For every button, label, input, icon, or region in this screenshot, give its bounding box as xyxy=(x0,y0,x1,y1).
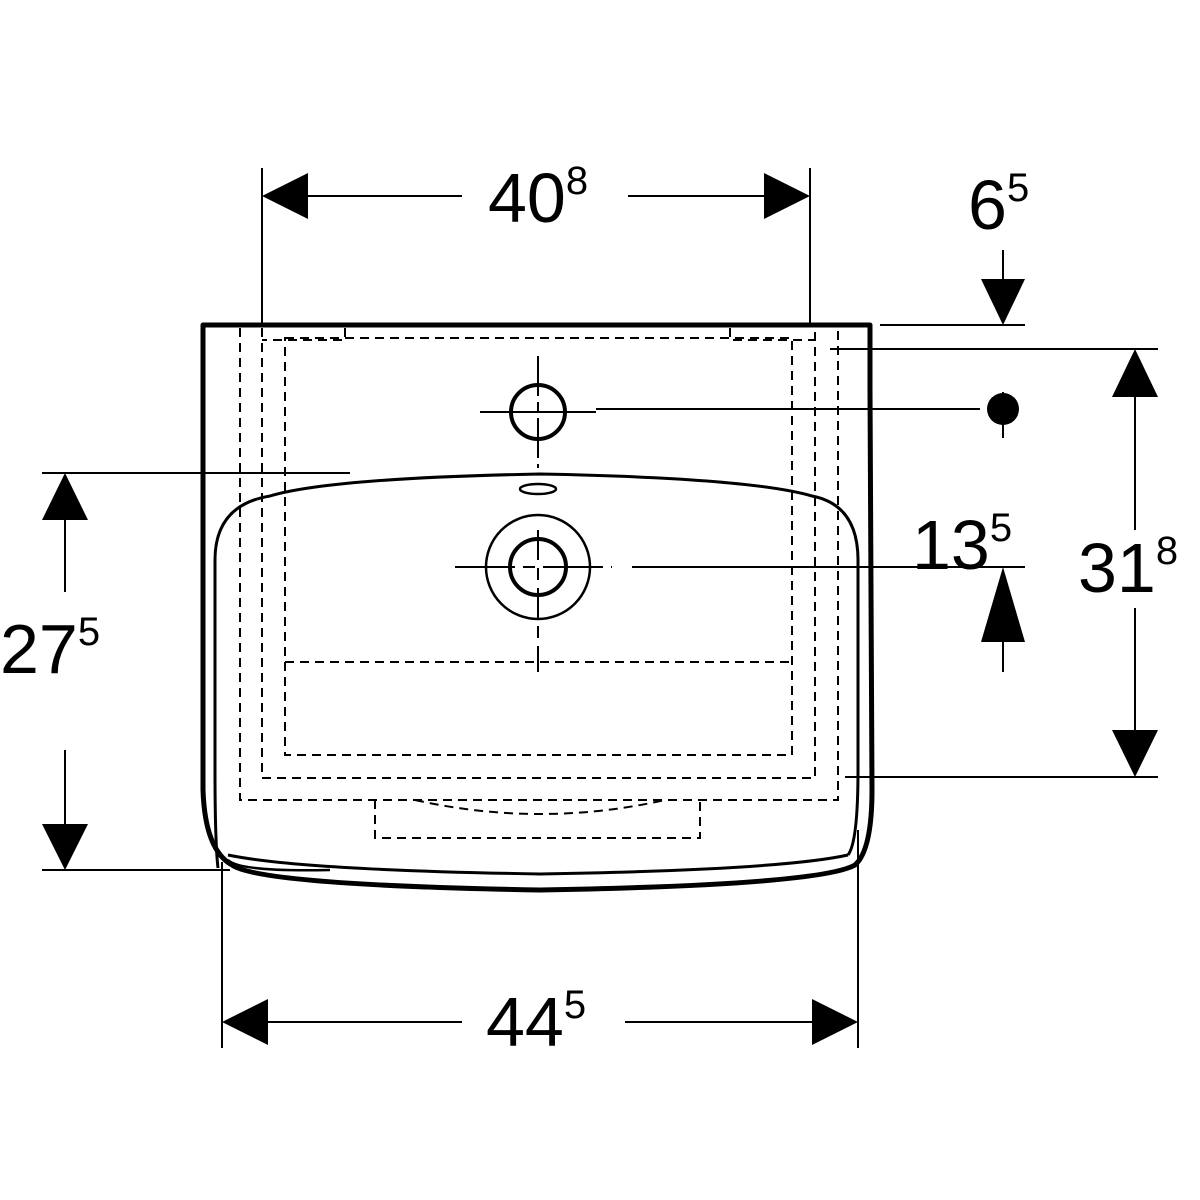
dimension-fraction: 5 xyxy=(77,610,101,654)
dimension-top-offset: 65 xyxy=(968,168,1029,240)
hidden-lines xyxy=(239,328,839,839)
arrow-top-right xyxy=(764,173,810,219)
dimension-value: 44 xyxy=(486,983,564,1061)
dimension-value: 13 xyxy=(912,506,990,584)
dimension-value: 27 xyxy=(0,610,78,688)
basin-lower-edge xyxy=(227,859,331,872)
dimension-fraction: 5 xyxy=(1006,166,1030,210)
tap-hole xyxy=(480,356,596,468)
arrow-135-up xyxy=(981,567,1025,642)
dimension-fraction: 8 xyxy=(565,159,589,203)
dimension-right-depth: 318 xyxy=(1078,531,1178,603)
basin-front-lip xyxy=(227,853,849,876)
dimension-fraction: 5 xyxy=(563,983,587,1027)
dimension-overall-width: 445 xyxy=(486,985,586,1057)
arrow-318-down xyxy=(1112,730,1158,777)
arrow-offset-down xyxy=(981,279,1025,325)
arrow-275-down xyxy=(42,824,88,870)
basin-inner-rim xyxy=(213,472,860,869)
drain-hole xyxy=(455,513,612,672)
dimension-left-depth: 275 xyxy=(0,612,100,684)
dimension-top-width: 408 xyxy=(488,161,588,233)
dimension-value: 6 xyxy=(968,166,1007,244)
arrow-bottom-left xyxy=(222,999,268,1045)
arrow-top-left xyxy=(262,173,308,219)
arrow-275-up xyxy=(42,473,88,520)
dimension-fraction: 5 xyxy=(989,506,1013,550)
arrow-bottom-right xyxy=(812,999,858,1045)
dimension-hole-offset: 135 xyxy=(912,508,1012,580)
overflow-hole xyxy=(518,482,558,496)
arrowheads xyxy=(42,173,1158,1045)
dimension-fraction: 8 xyxy=(1155,529,1179,573)
arrow-318-up xyxy=(1112,349,1158,397)
dimension-value: 40 xyxy=(488,159,566,237)
basin-outline xyxy=(200,322,875,893)
dimension-value: 31 xyxy=(1078,529,1156,607)
fixing-hole-marker xyxy=(987,393,1019,425)
dimension-lines xyxy=(42,168,1158,1048)
